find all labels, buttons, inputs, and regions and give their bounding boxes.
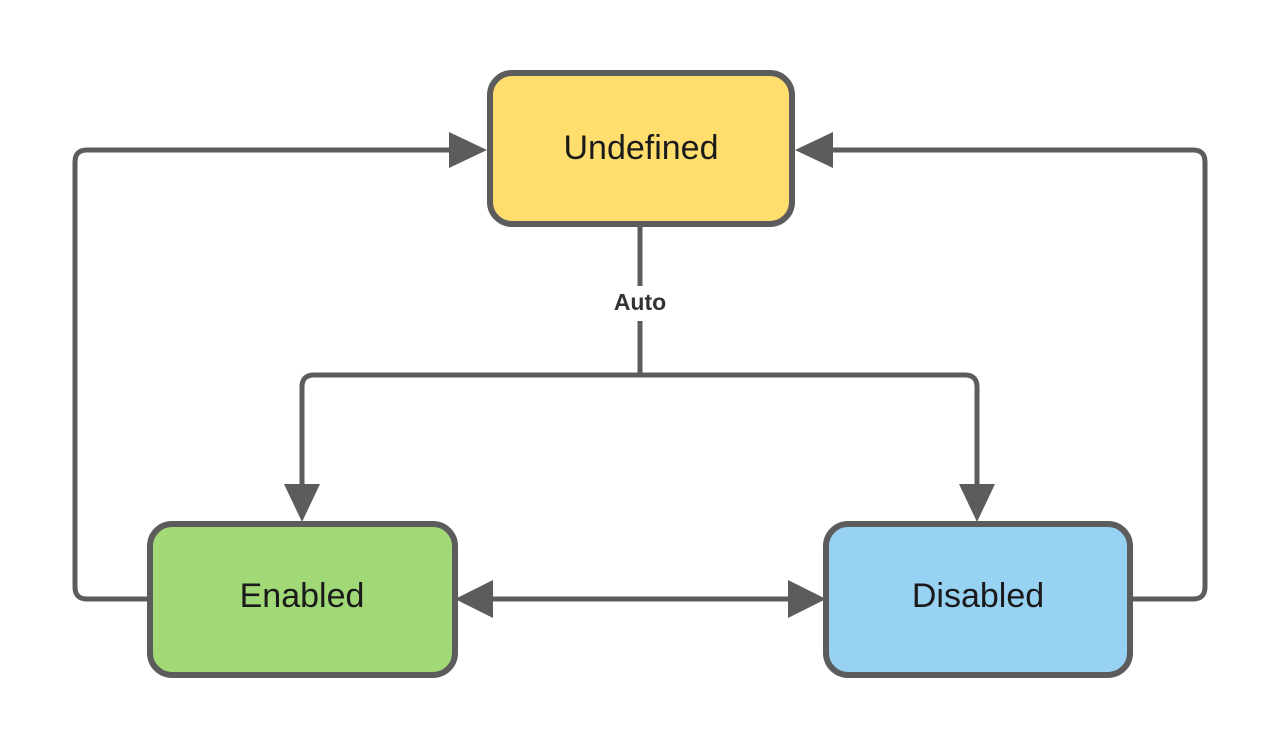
arrowhead-into-undefined-right: [795, 132, 833, 168]
edge-auto-branch-left: [299, 372, 640, 486]
edge-disabled-to-undefined-path: [832, 147, 1208, 602]
edge-disabled-to-undefined[interactable]: [795, 132, 1208, 602]
state-node-undefined[interactable]: Undefined: [487, 70, 795, 227]
arrowhead-into-disabled: [959, 484, 995, 522]
state-box-undefined[interactable]: [487, 70, 795, 227]
state-label-enabled: Enabled: [240, 577, 365, 615]
edge-enabled-to-undefined-path: [72, 147, 450, 602]
edge-auto-fork[interactable]: Auto: [284, 224, 995, 522]
state-node-enabled[interactable]: Enabled: [147, 521, 458, 678]
state-box-enabled[interactable]: [147, 521, 458, 678]
arrowhead-into-enabled-right-edge: [455, 580, 493, 618]
arrowhead-into-disabled-left-edge: [788, 580, 826, 618]
state-label-disabled: Disabled: [912, 577, 1044, 615]
state-node-disabled[interactable]: Disabled: [823, 521, 1133, 678]
edge-auto-branch-right: [640, 372, 980, 486]
arrowhead-into-enabled: [284, 484, 320, 522]
edge-enabled-disabled-bidirectional[interactable]: [455, 580, 826, 618]
edge-enabled-to-undefined[interactable]: [72, 132, 487, 602]
arrowhead-into-undefined-left: [449, 132, 487, 168]
auto-label-background: [592, 286, 689, 321]
state-label-undefined: Undefined: [563, 129, 718, 167]
edge-label-auto: Auto: [614, 289, 666, 315]
state-box-disabled[interactable]: [823, 521, 1133, 678]
